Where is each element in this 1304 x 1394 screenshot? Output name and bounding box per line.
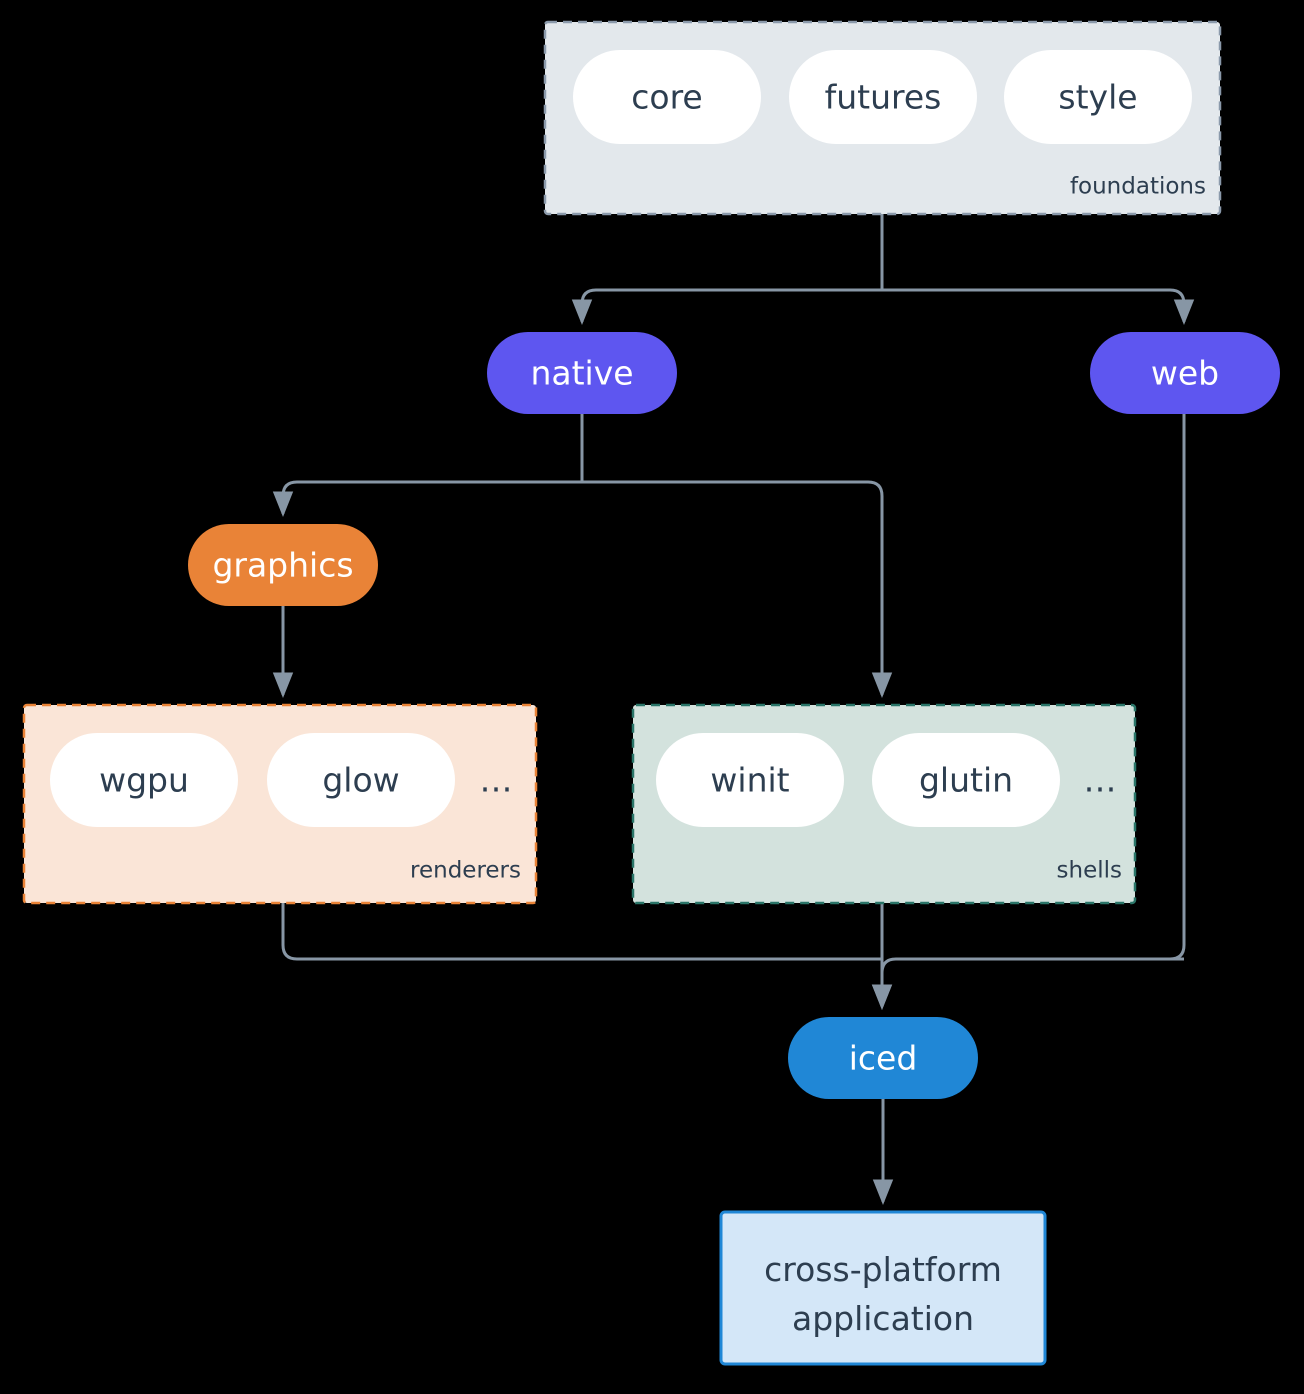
edge-web-trunk bbox=[1169, 414, 1186, 961]
leaf-glutin-label: glutin bbox=[919, 761, 1013, 800]
node-native-label: native bbox=[530, 354, 633, 393]
node-iced-shape bbox=[788, 1017, 978, 1099]
leaf-wgpu-pill[interactable] bbox=[50, 733, 238, 827]
leaf-glutin-pill[interactable] bbox=[872, 733, 1060, 827]
node-native-shape bbox=[487, 332, 677, 414]
group-renderers[interactable]: wgpu glow … renderers bbox=[22, 703, 538, 905]
edge-native-to-shells bbox=[582, 480, 893, 698]
node-web-shape bbox=[1090, 332, 1280, 414]
leaf-style-pill[interactable] bbox=[1004, 50, 1192, 144]
group-foundations[interactable]: core futures style foundations bbox=[543, 20, 1222, 216]
edge-renderers-to-iced bbox=[281, 903, 882, 961]
node-iced[interactable]: iced bbox=[788, 1017, 978, 1099]
leaf-futures-label: futures bbox=[825, 78, 942, 117]
leaf-wgpu-label: wgpu bbox=[99, 761, 189, 800]
app-box-line2: application bbox=[792, 1299, 974, 1338]
leaf-core-label: core bbox=[631, 78, 702, 117]
node-native[interactable]: native bbox=[487, 332, 677, 414]
node-web-label: web bbox=[1151, 354, 1219, 393]
leaf-core-pill[interactable] bbox=[573, 50, 761, 144]
group-shells[interactable]: winit glutin … shells bbox=[631, 703, 1137, 905]
node-graphics-label: graphics bbox=[212, 546, 353, 585]
node-web[interactable]: web bbox=[1090, 332, 1280, 414]
node-cross-platform-application[interactable]: cross-platform application bbox=[719, 1210, 1047, 1366]
renderers-ellipsis: … bbox=[480, 761, 515, 800]
leaf-winit-label: winit bbox=[710, 761, 789, 800]
leaf-winit-pill[interactable] bbox=[656, 733, 844, 827]
leaf-glow-pill[interactable] bbox=[267, 733, 455, 827]
leaf-style-label: style bbox=[1058, 78, 1137, 117]
leaf-futures-pill[interactable] bbox=[789, 50, 977, 144]
app-box-shape bbox=[719, 1210, 1047, 1366]
edge-layer bbox=[272, 214, 1195, 1205]
edge-native-to-graphics bbox=[272, 480, 582, 517]
leaf-glow-label: glow bbox=[322, 761, 399, 800]
group-renderers-label: renderers bbox=[410, 858, 521, 884]
shells-ellipsis: … bbox=[1084, 761, 1119, 800]
node-graphics-shape bbox=[188, 524, 378, 606]
edge-foundations-to-native bbox=[571, 288, 882, 325]
group-shells-label: shells bbox=[1057, 858, 1122, 884]
node-graphics[interactable]: graphics bbox=[188, 524, 378, 606]
edge-foundations-to-web bbox=[882, 288, 1195, 325]
group-foundations-label: foundations bbox=[1070, 174, 1206, 200]
app-box-line1: cross-platform bbox=[764, 1250, 1002, 1289]
node-iced-label: iced bbox=[849, 1039, 918, 1078]
